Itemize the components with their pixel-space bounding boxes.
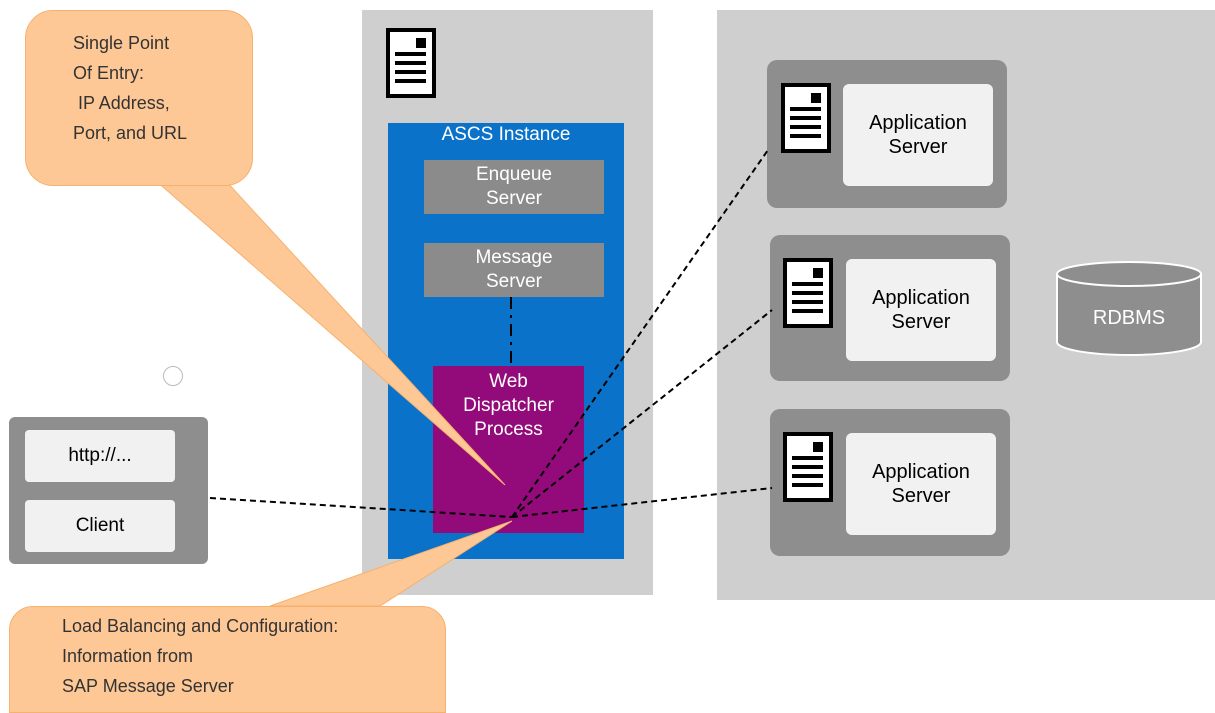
message-server-line-1: Message (475, 247, 553, 268)
bottom-callout: Load Balancing and Configuration: Inform… (9, 606, 446, 713)
circle-marker (163, 366, 183, 386)
enqueue-server-line-2: Server (486, 188, 542, 209)
app-server-1-line-2: Server (888, 136, 948, 158)
dispatcher-to-app-server-1-line (511, 149, 769, 518)
ascs-instance-title: ASCS Instance (441, 124, 571, 145)
bottom-callout-tail (269, 520, 513, 607)
web-dispatcher-line-3: Process (474, 419, 543, 440)
top-callout-line-4: Port, and URL (73, 123, 188, 143)
document-icon (386, 28, 436, 98)
rdbms-label: RDBMS (1092, 307, 1166, 329)
enqueue-server: Enqueue Server (424, 160, 604, 214)
url-field[interactable]: http://... (25, 430, 175, 482)
app-server-3-line-1: Application (872, 461, 970, 483)
bottom-callout-line-3: SAP Message Server (62, 676, 234, 696)
top-callout-line-3: IP Address, (73, 93, 170, 113)
application-server-3: Application Server (846, 433, 996, 535)
dispatcher-to-app-server-3-line (511, 487, 773, 518)
top-callout-tail (153, 179, 506, 486)
top-callout-line-1: Single Point (73, 33, 170, 53)
document-icon (783, 258, 833, 328)
database-icon (1056, 261, 1202, 356)
message-server-line-2: Server (486, 271, 542, 292)
bottom-callout-line-1: Load Balancing and Configuration: (62, 616, 339, 636)
web-dispatcher-process: Web Dispatcher Process (433, 366, 584, 533)
app-server-1-line-1: Application (869, 112, 967, 134)
app-server-2-line-2: Server (891, 311, 951, 333)
bottom-callout-line-2: Information from (62, 646, 194, 666)
app-server-3-line-2: Server (891, 485, 951, 507)
client-label: Client (25, 500, 175, 552)
enqueue-server-line-1: Enqueue (475, 164, 553, 185)
web-dispatcher-line-1: Web (489, 371, 528, 392)
top-callout-line-2: Of Entry: (73, 63, 145, 83)
message-server: Message Server (424, 243, 604, 297)
top-callout: Single Point Of Entry: IP Address, Port,… (25, 10, 253, 186)
client-to-dispatcher-line (209, 497, 513, 518)
application-server-1: Application Server (843, 84, 993, 186)
dispatcher-to-app-server-2-line (511, 309, 773, 518)
document-icon (781, 83, 831, 153)
document-icon (783, 432, 833, 502)
web-dispatcher-line-2: Dispatcher (463, 395, 554, 416)
application-server-2: Application Server (846, 259, 996, 361)
app-server-2-line-1: Application (872, 287, 970, 309)
